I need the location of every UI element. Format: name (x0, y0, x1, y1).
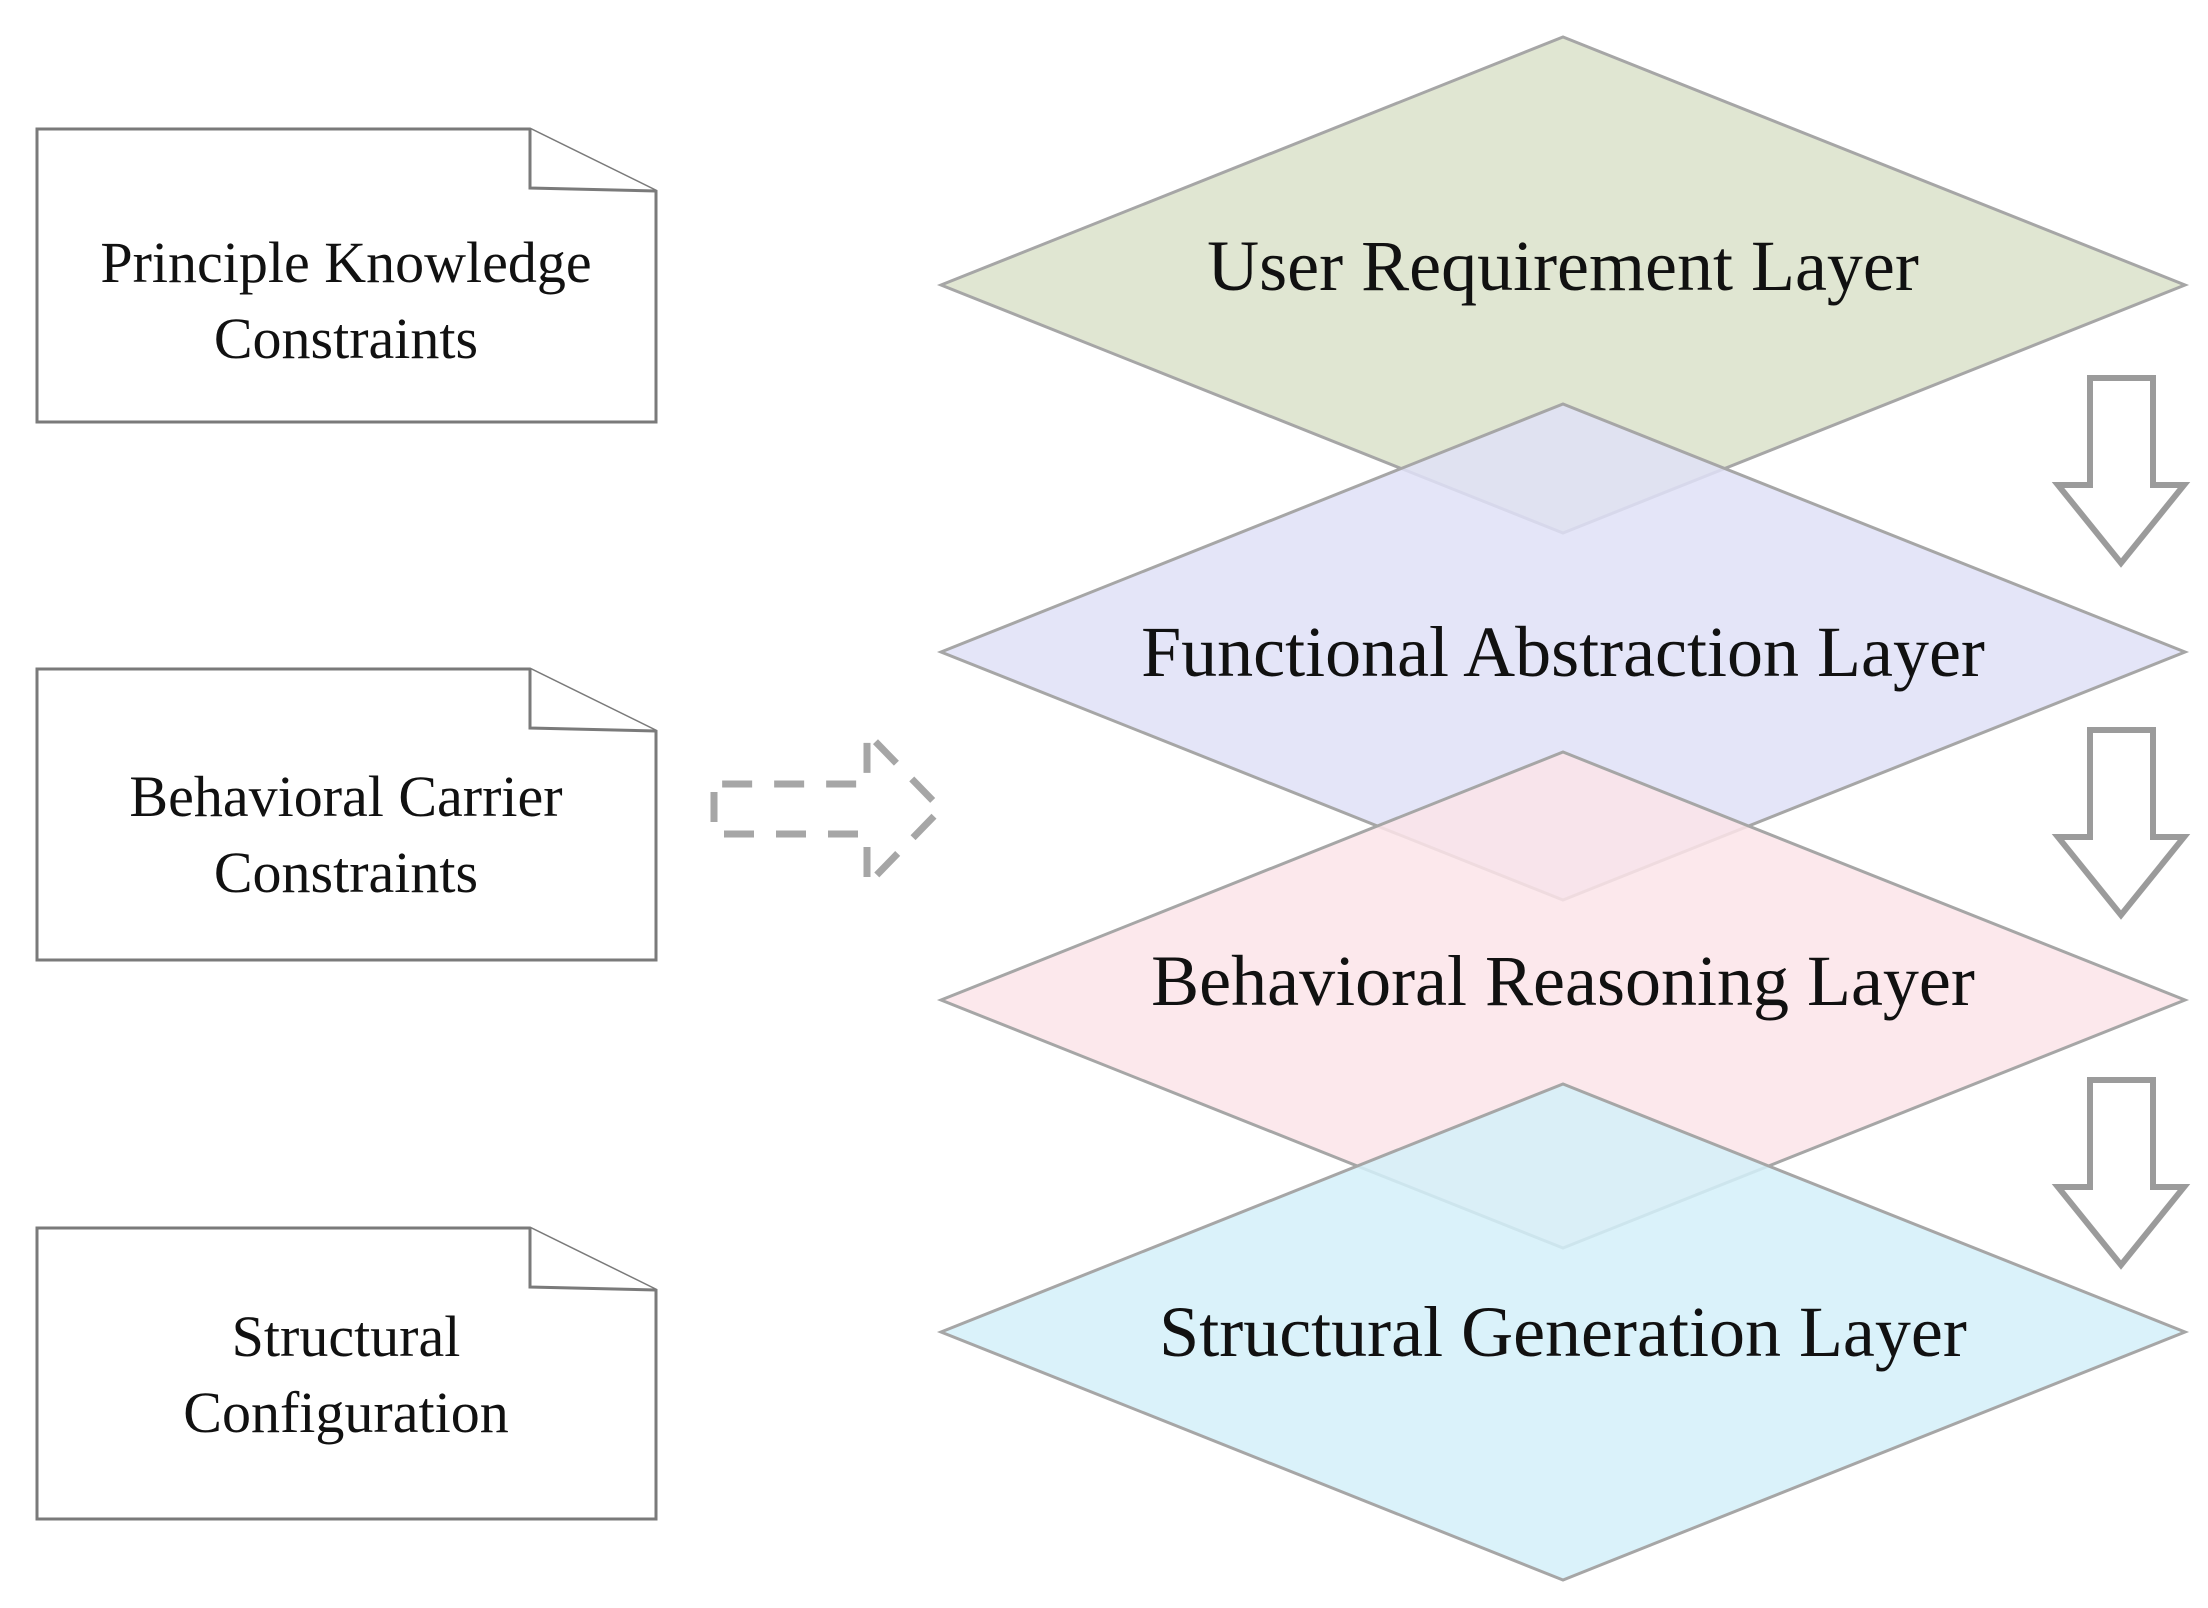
note-label-line-1: Behavioral Carrier (129, 764, 562, 829)
note-label-line-1: Principle Knowledge (100, 230, 591, 295)
structural-generation-layer-shape (936, 1082, 2190, 1582)
folded-corner (528, 1228, 657, 1292)
note-label-line-1: Structural (232, 1304, 461, 1369)
note-card (35, 127, 658, 424)
hollow-down-arrow-icon (2051, 727, 2191, 920)
note-label-line-2: Constraints (214, 306, 478, 371)
folded-corner (528, 669, 657, 733)
dashed-arrow-icon (710, 724, 946, 894)
layer-label-functional-abstraction: Functional Abstraction Layer (1141, 612, 1985, 692)
hollow-down-arrow-icon (2051, 375, 2191, 568)
functional-abstraction-layer-shape (936, 402, 2190, 902)
note-structural-configuration: Structural Configuration (35, 1226, 658, 1521)
note-label-line-2: Constraints (214, 840, 478, 905)
note-behavioral-carrier: Behavioral Carrier Constraints (35, 667, 658, 962)
layer-stack (936, 35, 2190, 1582)
hollow-down-arrow-icon (2051, 1077, 2191, 1270)
layer-label-user-requirement: User Requirement Layer (1207, 226, 1919, 306)
note-principle-knowledge: Principle Knowledge Constraints (35, 127, 658, 424)
user-requirement-layer-shape (936, 35, 2190, 535)
constraint-notes: Principle Knowledge Constraints Behavior… (35, 127, 658, 1521)
folded-corner (528, 129, 657, 193)
layer-labels: User Requirement Layer Functional Abstra… (1141, 226, 1985, 1372)
note-label-line-2: Configuration (183, 1380, 508, 1445)
note-card (35, 667, 658, 962)
flow-arrows (2051, 375, 2191, 1270)
layer-label-structural-generation: Structural Generation Layer (1159, 1292, 1967, 1372)
layer-label-behavioral-reasoning: Behavioral Reasoning Layer (1151, 941, 1975, 1021)
note-card (35, 1226, 658, 1521)
